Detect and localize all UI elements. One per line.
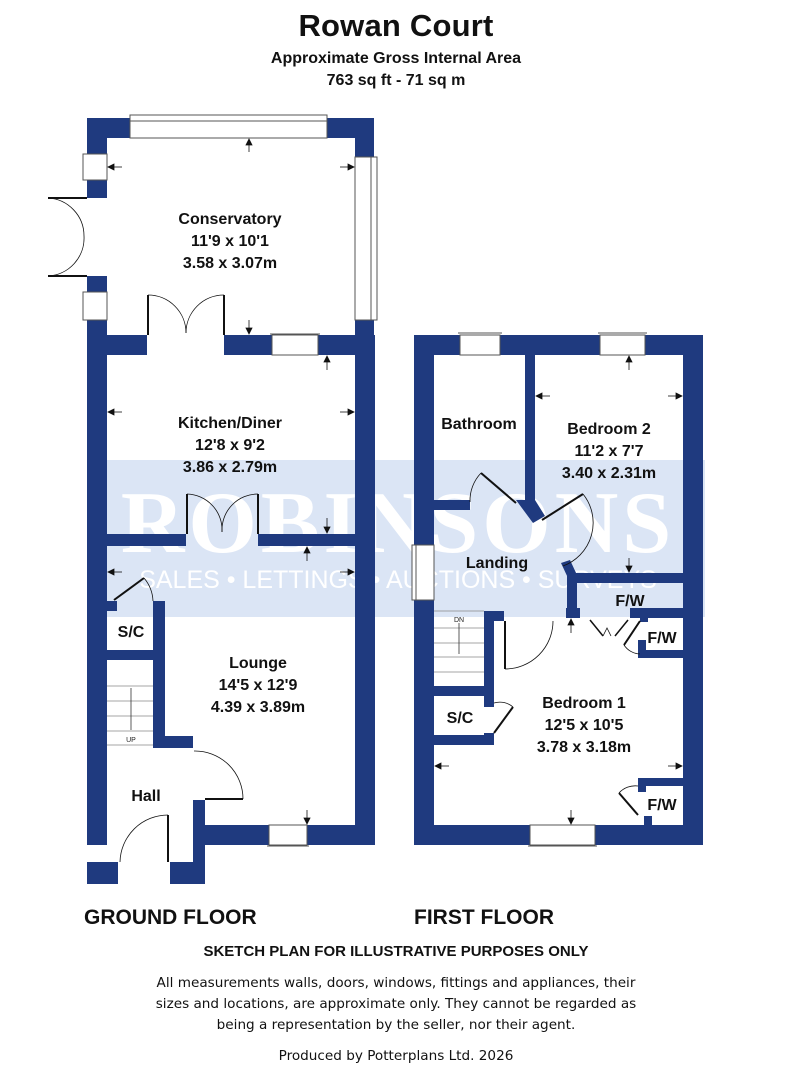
disclaimer: All measurements walls, doors, windows, … [0,973,792,1036]
svg-text:3.86 x 2.79m: 3.86 x 2.79m [183,459,277,476]
room-landing: Landing [466,555,528,572]
disclaimer-line: sizes and locations, are approximate onl… [155,996,637,1012]
svg-text:Kitchen/Diner: Kitchen/Diner [178,415,282,432]
first-floor-label: FIRST FLOOR [414,906,554,929]
room-lounge: Lounge 14'5 x 12'9 4.39 x 3.89m [211,655,305,716]
area-subtitle: Approximate Gross Internal Area [270,50,522,67]
first-floor-doors [469,472,641,816]
ground-floor-dimension-arrows [107,138,355,825]
svg-text:14'5 x 12'9: 14'5 x 12'9 [219,677,298,694]
stairs-down-label: DN [454,617,464,624]
room-bedroom-2: Bedroom 2 11'2 x 7'7 3.40 x 2.31m [562,421,656,482]
room-hall: Hall [131,788,160,805]
produced-by: Produced by Potterplans Ltd. 2026 [278,1048,514,1064]
svg-text:12'8 x 9'2: 12'8 x 9'2 [195,437,265,454]
room-first-sc: S/C [447,710,474,727]
room-fw-landing: F/W [615,593,645,610]
ground-floor-stairs [107,685,153,746]
floor-plan-drawing: ROBINSONS SALES • LETTINGS • AUCTIONS • … [47,114,705,884]
gross-area: 763 sq ft - 71 sq m [326,72,466,89]
watermark-brand: ROBINSONS [121,475,675,572]
svg-text:3.40 x 2.31m: 3.40 x 2.31m [562,465,656,482]
first-floor-windows [411,332,647,847]
ground-floor-windows [82,114,378,847]
room-bedroom-1: Bedroom 1 12'5 x 10'5 3.78 x 3.18m [537,695,631,756]
room-kitchen-diner: Kitchen/Diner 12'8 x 9'2 3.86 x 2.79m [178,415,282,476]
sketch-notice: SKETCH PLAN FOR ILLUSTRATIVE PURPOSES ON… [203,943,589,960]
room-conservatory: Conservatory 11'9 x 10'1 3.58 x 3.07m [178,211,281,272]
first-floor-dimension-arrows [434,355,683,825]
svg-text:4.39 x 3.89m: 4.39 x 3.89m [211,699,305,716]
svg-text:3.78 x 3.18m: 3.78 x 3.18m [537,739,631,756]
room-fw-bedroom1-bottom: F/W [647,797,677,814]
room-fw-bedroom1-top: F/W [647,630,677,647]
stairs-up-label: UP [126,737,136,744]
room-bathroom: Bathroom [441,416,517,433]
disclaimer-line: being a representation by the seller, no… [216,1017,576,1033]
property-title: Rowan Court [298,8,494,43]
ground-floor-walls [87,118,375,884]
svg-text:Bedroom 2: Bedroom 2 [567,421,651,438]
svg-text:3.58 x 3.07m: 3.58 x 3.07m [183,255,277,272]
svg-text:Conservatory: Conservatory [178,211,281,228]
watermark: ROBINSONS SALES • LETTINGS • AUCTIONS • … [105,460,705,617]
first-floor-walls [414,335,703,845]
room-ground-sc: S/C [118,624,145,641]
first-floor-stairs [434,610,484,673]
svg-text:12'5 x 10'5: 12'5 x 10'5 [545,717,624,734]
ground-floor-doors [47,197,259,863]
svg-text:11'9 x 10'1: 11'9 x 10'1 [191,233,269,250]
svg-text:Bedroom 1: Bedroom 1 [542,695,626,712]
svg-text:11'2 x 7'7: 11'2 x 7'7 [574,443,643,460]
svg-text:Lounge: Lounge [229,655,287,672]
ground-floor-label: GROUND FLOOR [84,906,257,929]
disclaimer-line: All measurements walls, doors, windows, … [156,975,636,991]
